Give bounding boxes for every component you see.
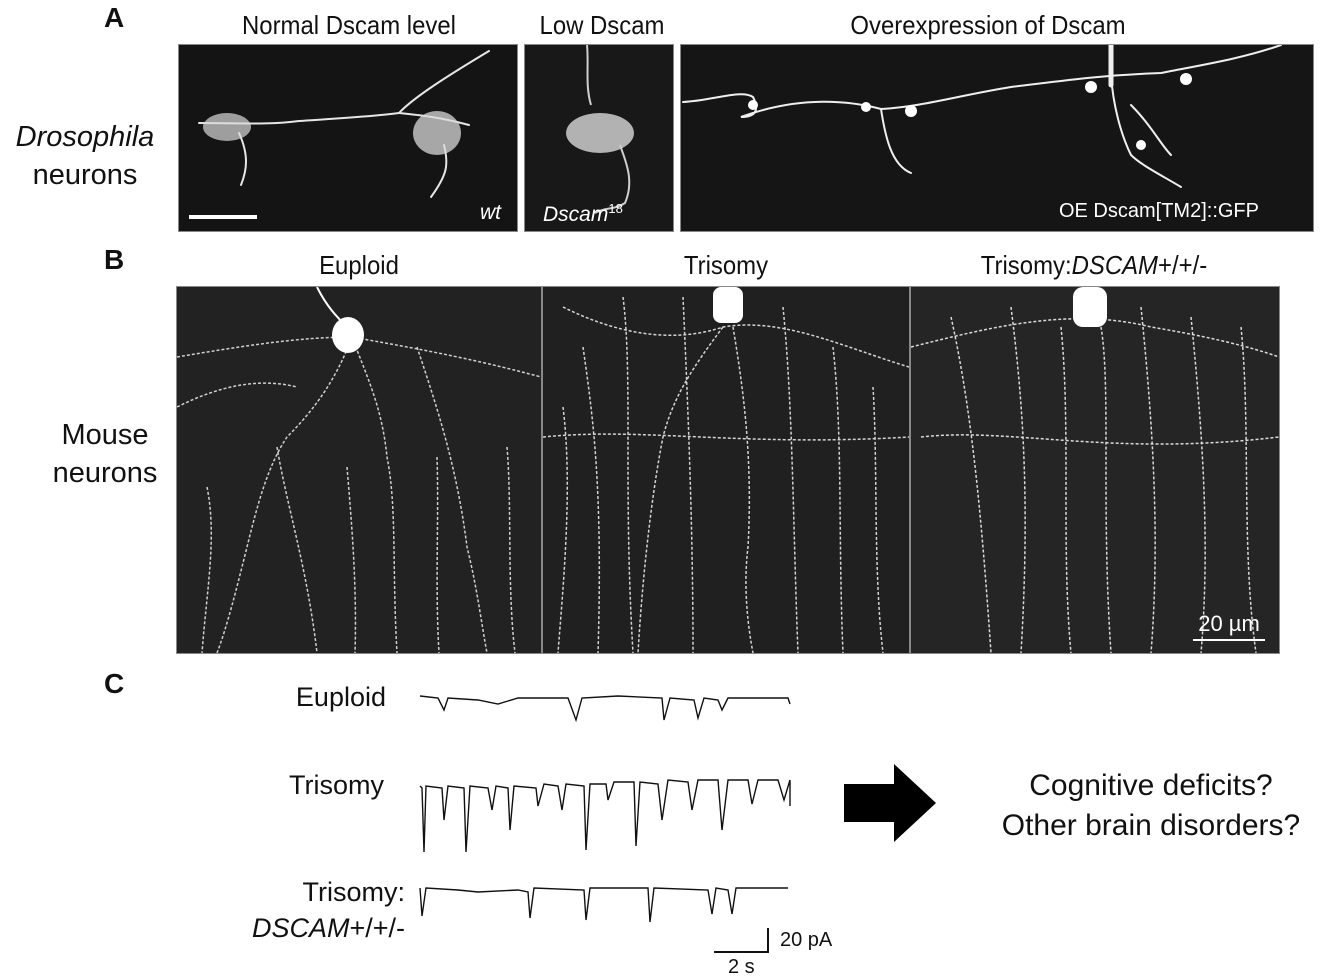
row-label-species: Mouse <box>61 419 149 451</box>
image-mouse-trisomy <box>542 286 910 654</box>
panel-b-row-label: Mouse neurons <box>20 416 190 492</box>
image-drosophila-dscam18: Dscam18 <box>524 44 674 232</box>
right-arrow-icon <box>844 764 936 842</box>
panel-b-title-euploid: Euploid <box>319 250 399 280</box>
panel-a-row-label: Drosophila neurons <box>0 118 170 194</box>
conclusion-question: Cognitive deficits? Other brain disorder… <box>966 766 1328 846</box>
image-drosophila-wt: wt <box>178 44 518 232</box>
label-oe-dscam: OE Dscam[TM2]::GFP <box>1058 200 1259 222</box>
trace-label-trisomy-dscam: Trisomy: DSCAM+/+/- <box>251 877 405 943</box>
image-mouse-trisomy-dscam: 20 µm <box>910 286 1280 654</box>
trace-scale-bar <box>714 928 769 953</box>
label-dscam18: Dscam18 <box>543 201 623 226</box>
panel-a-letter: A <box>104 2 125 33</box>
image-drosophila-overexpression: OE Dscam[TM2]::GFP <box>680 44 1314 232</box>
scale-y-label: 20 pA <box>780 929 833 951</box>
row-label-cell-type: neurons <box>32 159 138 191</box>
scale-bar-label: 20 µm <box>1198 611 1260 636</box>
label-wt: wt <box>480 201 501 224</box>
row-label-species: Drosophila <box>15 121 155 153</box>
panel-b-title-trisomy: Trisomy <box>683 250 769 280</box>
row-label-cell-type: neurons <box>52 457 158 489</box>
panel-b-letter: B <box>104 244 125 275</box>
panel-b-title-trisomy-dscam: Trisomy:DSCAM+/+/- <box>980 250 1208 280</box>
panel-a-title-normal: Normal Dscam level <box>241 10 456 40</box>
question-brain-disorders: Other brain disorders? <box>1001 809 1301 842</box>
panel-a-title-overexpression: Overexpression of Dscam <box>850 10 1126 40</box>
scale-bar: 20 µm <box>1187 611 1271 641</box>
current-traces <box>419 695 791 953</box>
scale-bar-line <box>1193 639 1265 641</box>
trace-label-trisomy: Trisomy <box>289 770 384 800</box>
question-cognitive-deficits: Cognitive deficits? <box>1029 769 1273 802</box>
panel-a-title-low: Low Dscam <box>539 10 665 40</box>
panel-c-letter: C <box>104 668 125 699</box>
image-mouse-euploid <box>176 286 542 654</box>
scale-x-label: 2 s <box>728 956 755 978</box>
trace-label-euploid: Euploid <box>295 682 386 712</box>
